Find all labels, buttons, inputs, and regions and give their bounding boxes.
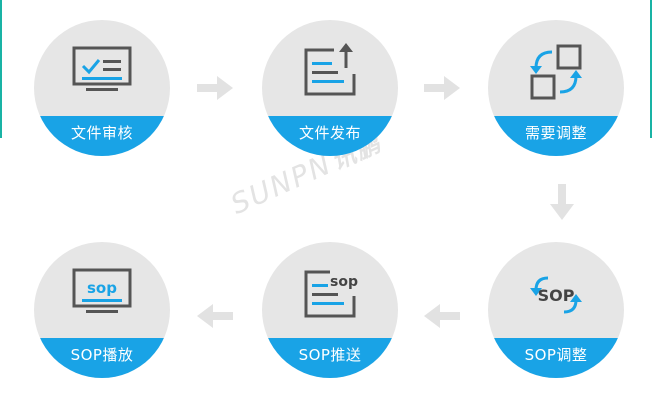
sop-refresh-icon: SOP [530,276,582,314]
sop-icon-text: SOP [538,286,575,305]
arrow-down-icon [550,184,574,220]
step-sop-adjust: SOP SOP调整 [488,242,624,378]
arrow-right-icon [197,76,233,100]
left-edge-line [0,0,2,138]
swap-squares-icon [530,44,582,100]
step-label: SOP播放 [34,338,170,378]
step-label: 需要调整 [488,116,624,156]
step-file-publish: 文件发布 [262,20,398,156]
step-label: SOP调整 [488,338,624,378]
arrow-right-icon [424,76,460,100]
step-label: 文件发布 [262,116,398,156]
sop-monitor-icon: sop [72,268,132,313]
document-upload-icon [304,43,356,96]
step-label: 文件审核 [34,116,170,156]
arrow-left-icon [197,304,233,328]
sop-icon-text: sop [87,279,117,297]
step-needs-adjustment: 需要调整 [488,20,624,156]
right-edge-line [650,0,652,138]
sop-document-icon: sop [304,270,358,318]
step-label: SOP推送 [262,338,398,378]
sop-icon-text: sop [330,274,358,290]
monitor-check-icon [72,46,132,91]
step-sop-play: sop SOP播放 [34,242,170,378]
arrow-left-icon [424,304,460,328]
watermark-latin: SUNPN [225,147,338,221]
step-file-review: 文件审核 [34,20,170,156]
step-sop-push: sop SOP推送 [262,242,398,378]
